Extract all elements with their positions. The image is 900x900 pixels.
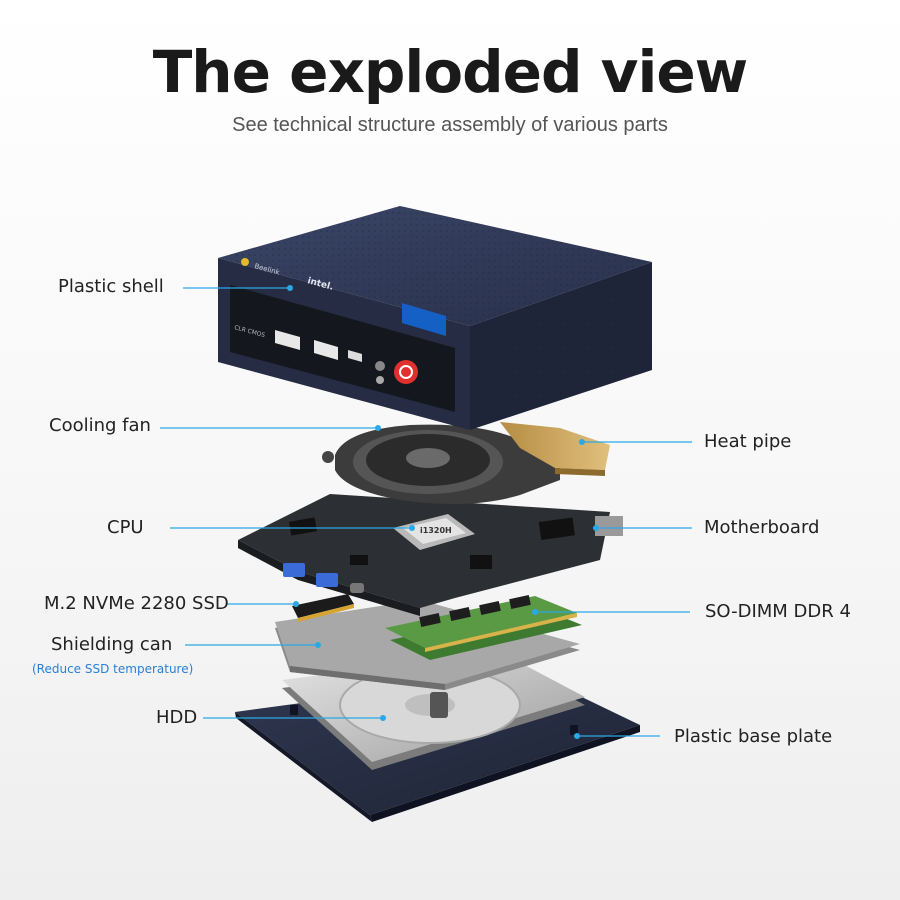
motherboard (238, 494, 623, 616)
label-plastic-shell: Plastic shell (58, 276, 164, 297)
label-shielding-can: Shielding can (51, 634, 173, 655)
label-ssd: M.2 NVMe 2280 SSD (44, 593, 229, 614)
label-motherboard: Motherboard (704, 517, 820, 538)
cpu: i1320H (393, 514, 475, 550)
label-heat-pipe: Heat pipe (704, 431, 792, 452)
label-shielding-note: (Reduce SSD temperature) (32, 662, 194, 676)
plastic-shell: Beelink intel. CLR CMOS (218, 206, 652, 430)
svg-text:i1320H: i1320H (420, 526, 452, 535)
label-base-plate: Plastic base plate (674, 726, 833, 747)
page-title: The exploded view (152, 38, 749, 106)
sodimm-modules (385, 595, 582, 660)
label-hdd: HDD (156, 707, 198, 728)
label-sodimm: SO-DIMM DDR 4 (705, 601, 851, 622)
cooling-fan (322, 424, 560, 504)
page-subtitle: See technical structure assembly of vari… (232, 114, 668, 136)
label-cpu: CPU (107, 517, 144, 538)
heat-pipe (500, 422, 610, 476)
label-cooling-fan: Cooling fan (49, 415, 151, 436)
ssd (292, 594, 354, 622)
leader-lines (160, 285, 692, 739)
